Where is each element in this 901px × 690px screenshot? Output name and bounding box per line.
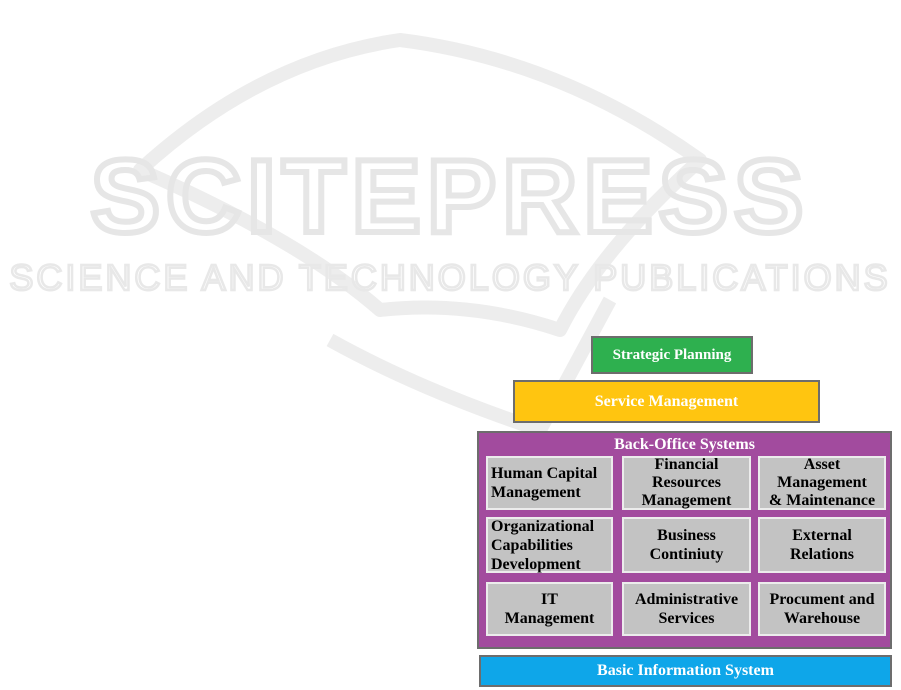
cell-organizational-capabilities-development: Organizational Capabilities Development bbox=[486, 517, 613, 573]
cell-business-continuity: Business Continiuty bbox=[622, 517, 751, 573]
cell-external-relations: External Relations bbox=[758, 517, 886, 573]
back-office-systems-box: Back-Office Systems Human Capital Manage… bbox=[477, 431, 892, 649]
cell-procurement-warehouse: Procument and Warehouse bbox=[758, 582, 886, 636]
cell-asset-management-maintenance: Asset Management & Maintenance bbox=[758, 456, 886, 510]
strategic-planning-box: Strategic Planning bbox=[591, 336, 753, 374]
cell-financial-resources-management: Financial Resources Management bbox=[622, 456, 751, 510]
strategic-planning-label: Strategic Planning bbox=[612, 346, 732, 363]
service-management-label: Service Management bbox=[594, 392, 739, 410]
watermark-title: SCITEPRESS bbox=[91, 139, 810, 255]
service-management-box: Service Management bbox=[513, 380, 820, 423]
cell-human-capital-management: Human Capital Management bbox=[486, 456, 613, 510]
basic-information-system-box: Basic Information System bbox=[479, 655, 892, 687]
back-office-title: Back-Office Systems bbox=[614, 436, 755, 453]
cell-administrative-services: Administrative Services bbox=[622, 582, 751, 636]
watermark-subtitle: SCIENCE AND TECHNOLOGY PUBLICATIONS bbox=[9, 257, 890, 298]
basic-information-system-label: Basic Information System bbox=[597, 662, 774, 679]
watermark-book-shape bbox=[133, 33, 707, 337]
cell-it-management: IT Management bbox=[486, 582, 613, 636]
